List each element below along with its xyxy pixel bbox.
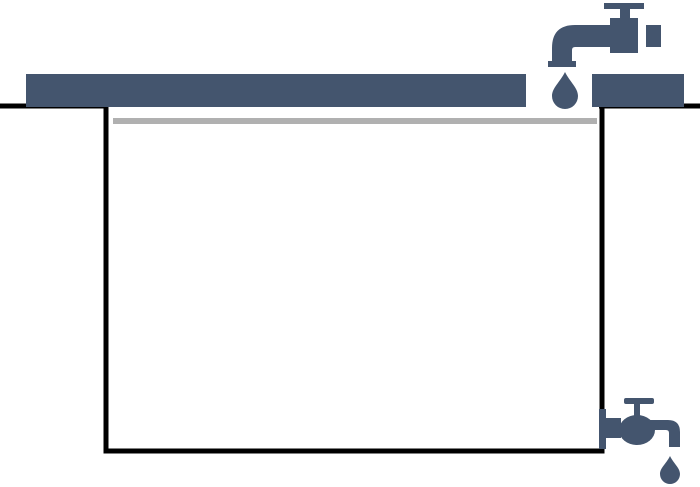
cover-plank-right	[592, 74, 684, 107]
inlet-water-drop-icon	[552, 72, 578, 109]
inlet-faucet-icon	[548, 3, 661, 67]
cover-plank-left	[26, 74, 526, 107]
outlet-tap-icon	[599, 398, 680, 449]
outlet-water-drop-icon	[660, 456, 680, 484]
